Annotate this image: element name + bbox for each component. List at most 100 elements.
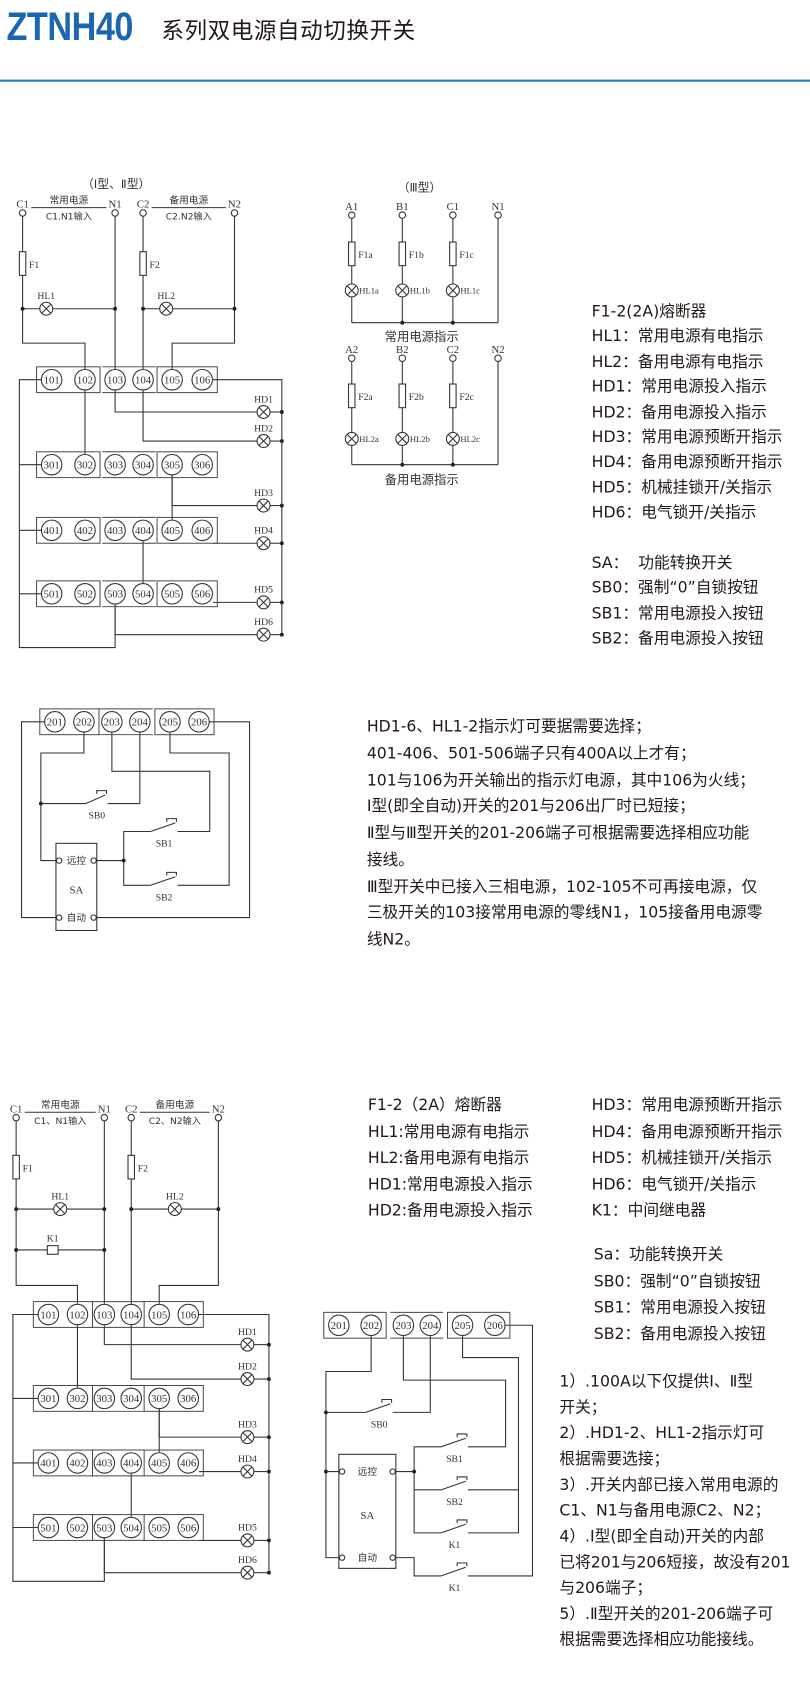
terminal-number-icon (159, 711, 181, 733)
wire (258, 500, 269, 511)
terminal-number-icon (177, 1516, 200, 1539)
label: 205 (454, 1320, 470, 1332)
label: N1 (109, 199, 122, 211)
group-caption: 备用电源指示 (385, 472, 459, 487)
terminal-block (32, 1449, 93, 1477)
legend-item: HD6：电气锁开/关指示 (591, 1175, 757, 1194)
wire (15, 1120, 78, 1304)
note-line: 接线。 (366, 850, 414, 869)
wire (258, 597, 269, 608)
note-line: Ⅰ型(即全自动)开关的201与206出厂时已短接； (366, 797, 695, 816)
label: 503 (96, 1522, 112, 1534)
wire (130, 1325, 241, 1380)
wire (392, 1557, 442, 1577)
label: 105 (164, 374, 180, 386)
note-line: 5）.Ⅱ型开关的201-206端子可 (559, 1604, 774, 1624)
wire (161, 303, 172, 314)
terminal-number-icon (161, 368, 183, 391)
legend-item: HD5：机械挂锁开/关指示 (591, 1148, 773, 1168)
wire (456, 1519, 468, 1524)
label: SB1 (446, 1454, 463, 1465)
legend-2-left: F1-2（2A）熔断器 HL1:常用电源有电指示 HL2:备用电源有电指示 HD… (368, 1093, 533, 1225)
junction-dot (216, 1207, 221, 1212)
fuse-icon (347, 241, 356, 267)
label: F1c (459, 250, 474, 261)
terminal-number-icon (37, 1387, 60, 1410)
wire (346, 433, 357, 444)
junction-dot (279, 439, 284, 443)
label: 201 (331, 1320, 347, 1332)
label: 401 (40, 1458, 56, 1470)
terminal-number-icon (93, 1452, 116, 1474)
page-title: 系列双电源自动切换开关 (161, 18, 416, 45)
terminal-number-icon (360, 1314, 382, 1337)
junction-dot (279, 541, 284, 546)
contact-icon (338, 1468, 346, 1475)
terminal-block (39, 708, 100, 736)
label: B2 (396, 344, 409, 356)
label: HD3 (254, 488, 273, 499)
note-line: 3）.开关内部已接入常用电源的 (559, 1475, 779, 1495)
terminal-number-icon (161, 519, 183, 542)
wire (18, 379, 116, 649)
legend-item: SB2：备用电源投入按钮 (593, 1324, 766, 1344)
terminal-number-icon (37, 1303, 60, 1326)
terminal-number-icon (120, 1387, 142, 1410)
junction-dot (279, 410, 284, 414)
junction-dot (102, 1207, 107, 1212)
label: 406 (180, 1458, 197, 1470)
label: 404 (135, 525, 152, 537)
label: C1、N1输入 (34, 1115, 86, 1127)
wire (258, 436, 269, 446)
fuse-icon (127, 1154, 136, 1180)
terminal-block (156, 451, 218, 479)
label: 504 (135, 589, 152, 601)
terminal-number-icon (191, 583, 213, 605)
label: SB2 (446, 1497, 463, 1508)
label: HL1a (359, 286, 379, 296)
wire (325, 1334, 372, 1559)
wire (41, 303, 52, 314)
terminal-block (154, 708, 215, 736)
junction-dot (279, 632, 284, 637)
contact-icon (338, 1554, 346, 1561)
label: 301 (40, 1393, 56, 1405)
terminal-number-icon (177, 1387, 200, 1410)
label: N2 (212, 1103, 225, 1115)
terminal-block (143, 1514, 204, 1541)
label: HD6 (238, 1555, 257, 1566)
wire (150, 876, 176, 886)
terminal-number-icon (101, 711, 123, 733)
terminal-block (36, 516, 101, 544)
label: SB2 (156, 892, 173, 903)
label: 304 (123, 1393, 140, 1405)
terminal-icon (494, 211, 502, 219)
terminal-icon (494, 354, 502, 362)
wire (242, 1432, 253, 1443)
wire (467, 1324, 534, 1577)
terminal-number-icon (104, 519, 126, 542)
contact-icon (389, 1468, 396, 1475)
fuse-icon (139, 251, 147, 276)
legend-2-right: HD3：常用电源预断开指示 HD4：备用电源预断开指示 HD5：机械挂锁开/关指… (592, 1093, 783, 1225)
terminal-number-icon (177, 1452, 200, 1474)
terminal-icon (12, 1113, 20, 1122)
label: HL1 (51, 1191, 69, 1202)
junction-dot (141, 306, 146, 311)
wire (114, 604, 258, 636)
label: 203 (395, 1320, 411, 1332)
label: K1 (47, 1233, 59, 1244)
label: 305 (164, 459, 180, 471)
label: 远控 (358, 1465, 378, 1478)
legend-item: SB0：强制“0”自锁按钮 (591, 579, 759, 598)
wire (103, 1538, 241, 1574)
wire (158, 1120, 219, 1304)
label: C2 (447, 344, 460, 356)
label: HL2 (166, 1191, 184, 1202)
legend-item: HD1:常用电源投入指示 (367, 1175, 533, 1194)
terminal-number-icon (74, 583, 96, 605)
terminal-number-icon (132, 453, 154, 476)
terminal-block (156, 580, 218, 608)
